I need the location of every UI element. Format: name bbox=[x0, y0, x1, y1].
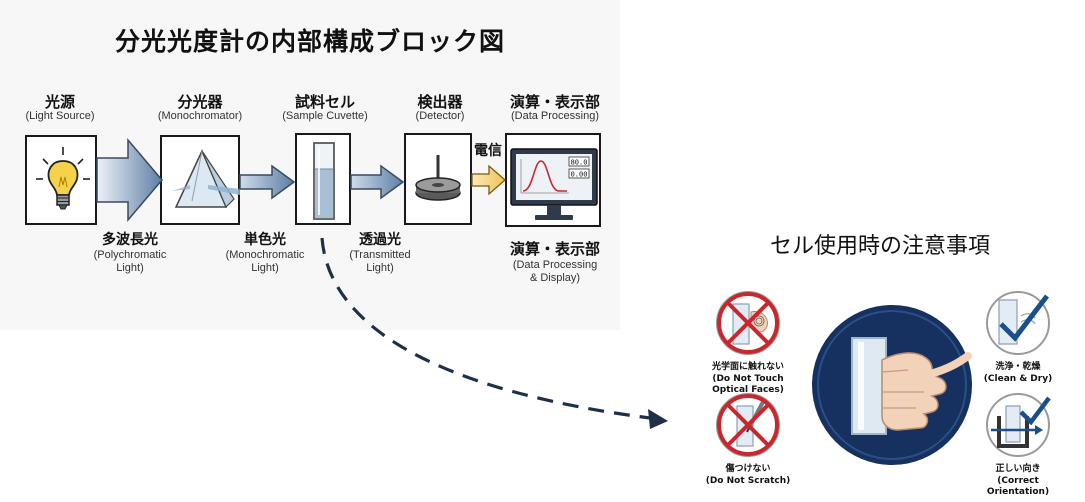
caution-heading: セル使用時の注意事項 bbox=[769, 234, 990, 259]
stage-title-detector: 検出器 bbox=[417, 93, 463, 111]
caution-clean-dry-en: (Clean & Dry) bbox=[983, 374, 1053, 384]
correct-orientation-icon bbox=[986, 393, 1051, 457]
caution-no-touch-jp: 光学面に触れない bbox=[711, 362, 784, 372]
stage-title-light-source: 光源 bbox=[44, 93, 75, 111]
stage-title-sample-cuvette: 試料セル bbox=[294, 93, 355, 111]
data-processing-box: 80.0 0.00 bbox=[505, 133, 601, 227]
beam-sub-polychromatic-1: (Polychromatic bbox=[93, 249, 167, 261]
display-sub-1: (Data Processing bbox=[512, 259, 598, 271]
stage-sub-data-processing: (Data Processing) bbox=[510, 110, 600, 122]
stage-sub-light-source: (Light Source) bbox=[25, 110, 95, 122]
caution-clean-dry-jp: 洗浄・乾燥 bbox=[995, 362, 1041, 372]
beam-sub-monochromatic-1: (Monochromatic bbox=[225, 249, 305, 261]
display-label: 演算・表示部 bbox=[509, 240, 600, 258]
beam-sub-polychromatic-2: Light) bbox=[116, 262, 144, 274]
stage-title-data-processing: 演算・表示部 bbox=[509, 93, 600, 111]
no-scratch-icon bbox=[716, 393, 780, 457]
detector-icon bbox=[415, 155, 461, 201]
transmitted-light-arrow bbox=[350, 164, 405, 200]
display-sub-2: & Display) bbox=[529, 272, 581, 284]
signal-arrow bbox=[471, 164, 506, 196]
no-touch-icon bbox=[716, 291, 780, 355]
sample-cuvette-box bbox=[295, 133, 351, 225]
monitor-icon: 80.0 0.00 bbox=[510, 148, 598, 220]
stage-sub-detector: (Detector) bbox=[415, 110, 465, 122]
detector-box bbox=[404, 133, 472, 225]
caution-orientation-en: (Correct Orientation) bbox=[986, 476, 1050, 497]
monochromatic-light-arrow bbox=[239, 164, 296, 200]
caution-no-touch-en: (Do Not Touch Optical Faces) bbox=[712, 374, 784, 395]
caution-no-scratch-en: (Do Not Scratch) bbox=[705, 476, 791, 486]
monitor-readout-1: 80.0 bbox=[571, 159, 588, 167]
stage-title-monochromator: 分光器 bbox=[177, 93, 223, 111]
light-bulb-icon bbox=[36, 147, 90, 210]
polychromatic-light-arrow bbox=[96, 137, 163, 223]
stage-sub-monochromator: (Monochromator) bbox=[157, 110, 243, 122]
beam-sub-monochromatic-2: Light) bbox=[251, 262, 279, 274]
caution-no-scratch-jp: 傷つけない bbox=[725, 464, 771, 474]
beam-label-monochromatic: 単色光 bbox=[244, 232, 286, 248]
monitor-readout-2: 0.00 bbox=[571, 171, 588, 179]
beam-label-polychromatic: 多波長光 bbox=[102, 232, 158, 248]
monochromator-box bbox=[160, 135, 240, 225]
cuvette-icon bbox=[313, 142, 335, 220]
signal-label: 電信 bbox=[474, 143, 502, 159]
prism-icon bbox=[172, 149, 240, 209]
caution-orientation-jp: 正しい向き bbox=[995, 464, 1041, 474]
beam-label-transmitted: 透過光 bbox=[359, 232, 401, 248]
clean-dry-icon bbox=[986, 291, 1050, 355]
beam-sub-transmitted-2: Light) bbox=[366, 262, 394, 274]
light-source-box bbox=[25, 135, 97, 225]
hand-holding-cuvette-icon bbox=[812, 305, 972, 465]
beam-arrows bbox=[96, 137, 506, 223]
stage-sub-sample-cuvette: (Sample Cuvette) bbox=[282, 110, 368, 122]
diagram-title: 分光光度計の内部構成ブロック図 bbox=[114, 27, 505, 56]
beam-sub-transmitted-1: (Transmitted bbox=[349, 249, 411, 261]
